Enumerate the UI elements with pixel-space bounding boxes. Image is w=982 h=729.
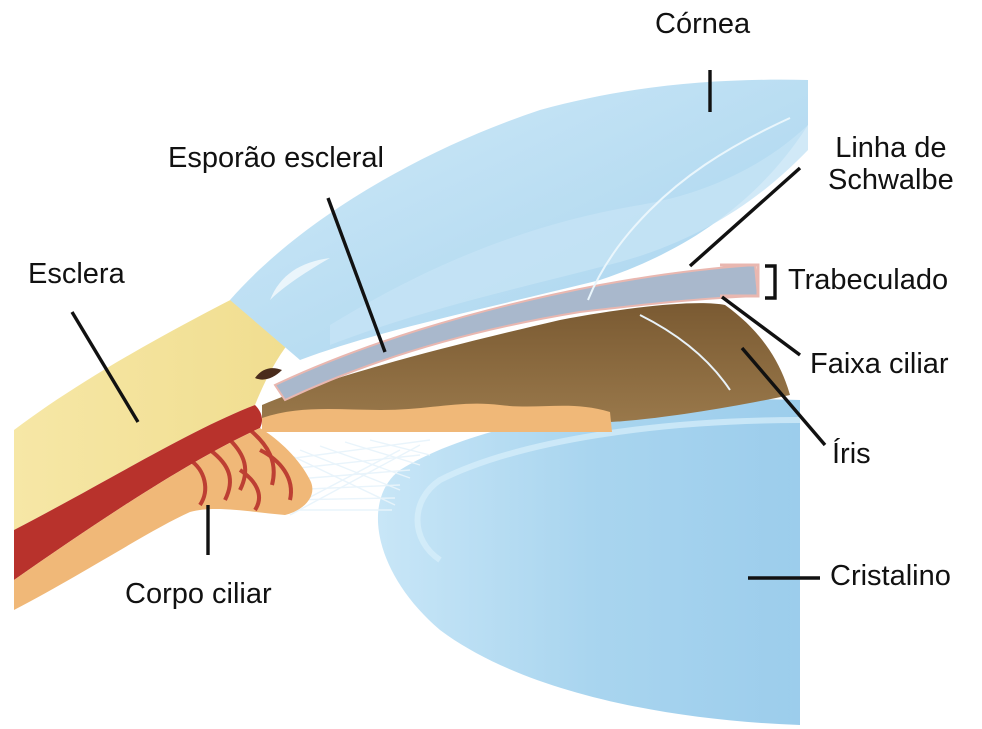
trabecular-label: Trabeculado [788,264,948,296]
lens-label: Cristalino [830,560,951,592]
sclera-label: Esclera [28,258,125,290]
trabecular-bracket [765,266,775,298]
schwalbe-line-label-line2: Schwalbe [828,164,954,196]
schwalbe-line-label: Linha de Schwalbe [828,132,954,197]
ciliary-band-label: Faixa ciliar [810,348,949,380]
cornea-label: Córnea [655,8,750,40]
lens-shape [378,399,800,725]
schwalbe-line-label-line1: Linha de [828,132,954,164]
iris-label: Íris [832,438,871,470]
scleral-spur-label: Esporão escleral [168,142,384,174]
ciliary-body-label: Corpo ciliar [125,578,272,610]
